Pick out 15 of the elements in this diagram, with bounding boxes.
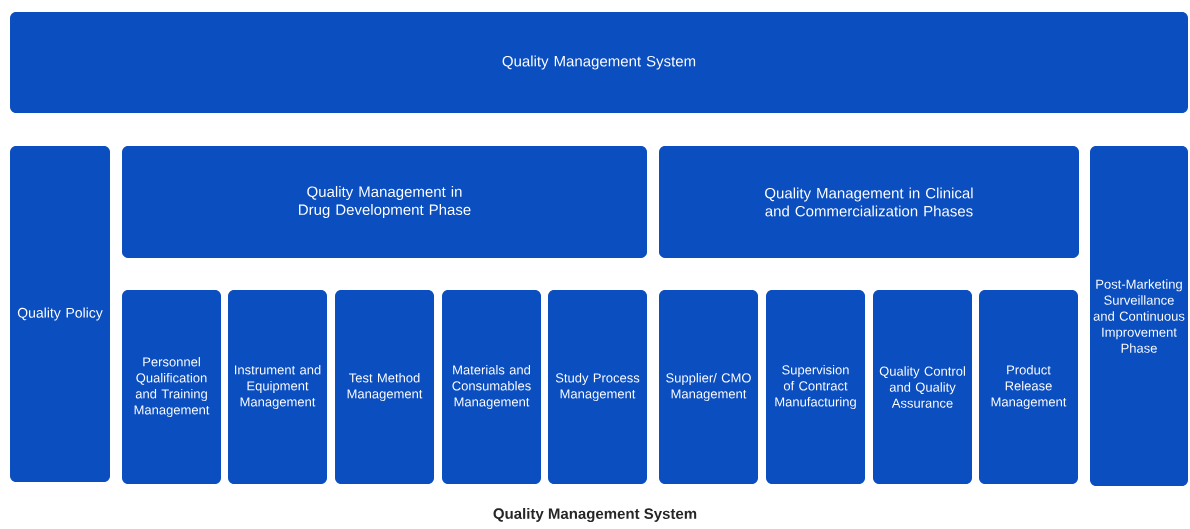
process-box: Supervision of Contract Manufacturing — [766, 290, 865, 484]
process-box: Post-Marketing Surveillance and Continuous Improvement Phase — [1090, 146, 1188, 486]
process-box: Test Method Management — [335, 290, 434, 484]
process-box: Supplier/ CMO Management — [659, 290, 758, 484]
process-box: Quality Policy — [10, 146, 110, 482]
process-box: Quality Management in Clinical and Commercialization Phases — [659, 146, 1079, 258]
process-box: Instrument and Equipment Management — [228, 290, 327, 484]
process-box: Quality Management in Drug Development Phase — [122, 146, 647, 258]
process-box: Product Release Management — [979, 290, 1078, 484]
process-box: Quality Control and Quality Assurance — [873, 290, 972, 484]
process-box: Materials and Consumables Management — [442, 290, 541, 484]
process-box: Personnel Qualification and Training Management — [122, 290, 221, 484]
process-box: Quality Management System — [10, 12, 1188, 113]
process-box: Study Process Management — [548, 290, 647, 484]
caption: Quality Management System — [493, 507, 697, 522]
